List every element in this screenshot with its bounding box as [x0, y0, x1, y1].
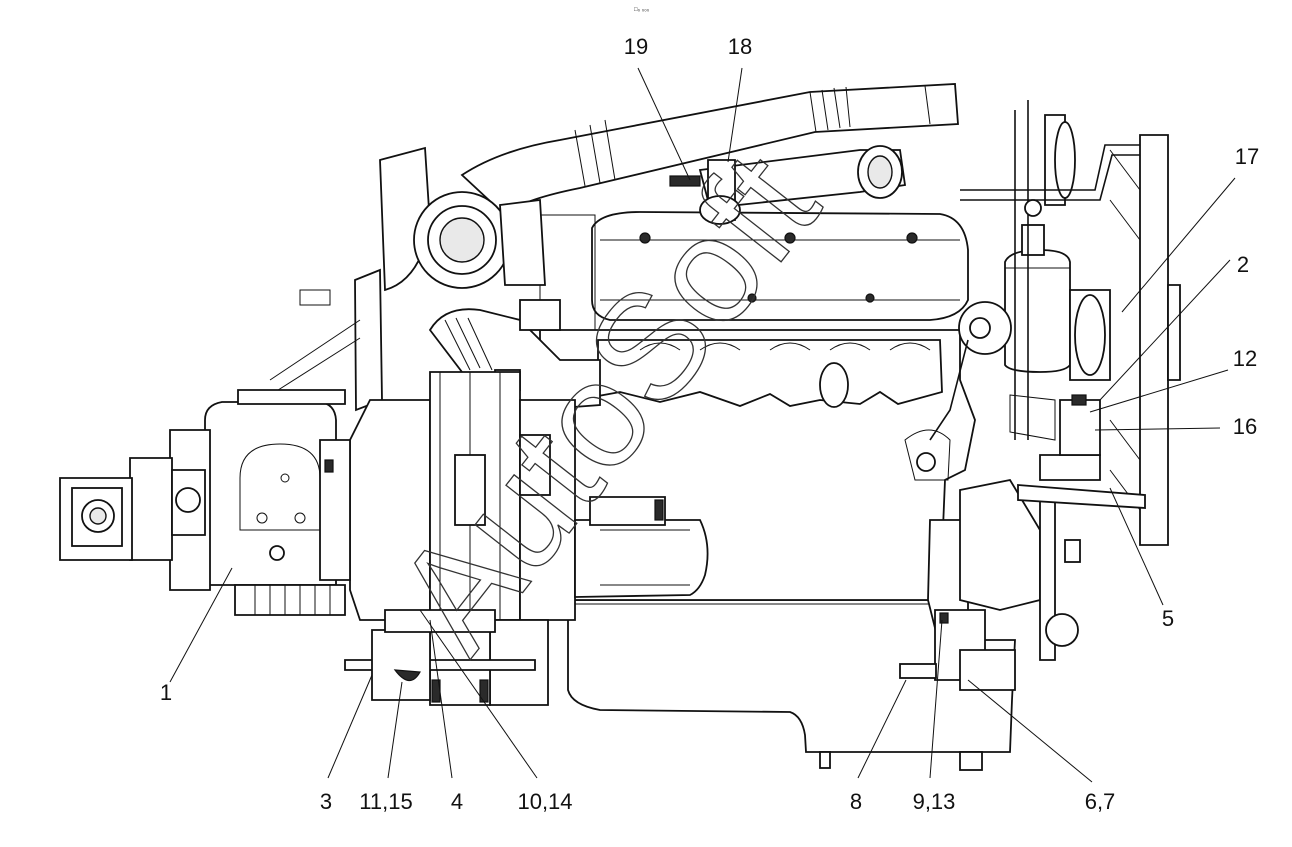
- fan-shroud: [1139, 134, 1169, 546]
- valve-cover: [591, 211, 969, 321]
- callout-16: 16: [1233, 414, 1257, 439]
- belt-tensioner: [1039, 454, 1101, 481]
- starter-motor: [574, 519, 709, 598]
- engine-drawing: [59, 83, 1181, 771]
- callout-10-14: 10,14: [517, 789, 572, 814]
- callout-labels: 1 2 3 4 5 6,7 8 9,13 10,14 11,15 12 16 1…: [160, 34, 1259, 814]
- callout-6-7: 6,7: [1085, 789, 1116, 814]
- callout-5: 5: [1162, 606, 1174, 631]
- callout-1: 1: [160, 680, 172, 705]
- callout-12: 12: [1233, 346, 1257, 371]
- callout-19: 19: [624, 34, 648, 59]
- callout-11-15: 11,15: [359, 789, 412, 814]
- callout-17: 17: [1235, 144, 1259, 169]
- callout-3: 3: [320, 789, 332, 814]
- callout-4: 4: [451, 789, 463, 814]
- callout-8: 8: [850, 789, 862, 814]
- callout-2: 2: [1237, 252, 1249, 277]
- oil-sump: [567, 599, 1016, 753]
- hydraulic-pump: [204, 401, 337, 586]
- callout-9-13: 9,13: [913, 789, 956, 814]
- header-mark: □₀ ₀₀₀: [634, 7, 650, 13]
- exhaust-manifold: [597, 339, 943, 407]
- leader-lines: [169, 67, 1236, 783]
- callout-18: 18: [728, 34, 752, 59]
